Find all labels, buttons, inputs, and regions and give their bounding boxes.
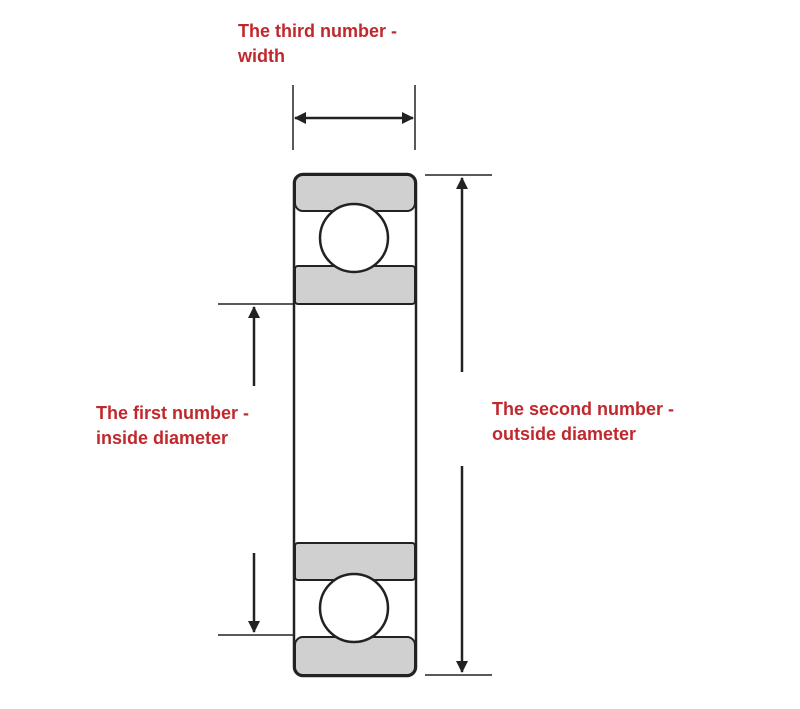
inside-diameter-label-line1: The first number - (96, 403, 250, 423)
width-label: The third number - width (238, 19, 397, 69)
bearing-top-section (294, 174, 416, 305)
inside-diameter-label: The first number - inside diameter (96, 401, 249, 451)
outside-diameter-label-line1: The second number - (492, 399, 675, 419)
width-label-line2: width (238, 46, 285, 66)
inside-diameter-label-line2: inside diameter (96, 428, 229, 448)
width-dimension (292, 85, 416, 150)
width-label-line1: The third number - (238, 21, 397, 41)
ball-top (318, 202, 390, 274)
bearing-bottom-section (294, 542, 416, 676)
inside-diameter-dimension (218, 303, 294, 636)
outside-diameter-label: The second number - outside diameter (492, 397, 674, 447)
ball-bottom (318, 572, 390, 644)
outside-diameter-label-line2: outside diameter (492, 424, 637, 444)
outside-diameter-dimension (425, 174, 492, 676)
